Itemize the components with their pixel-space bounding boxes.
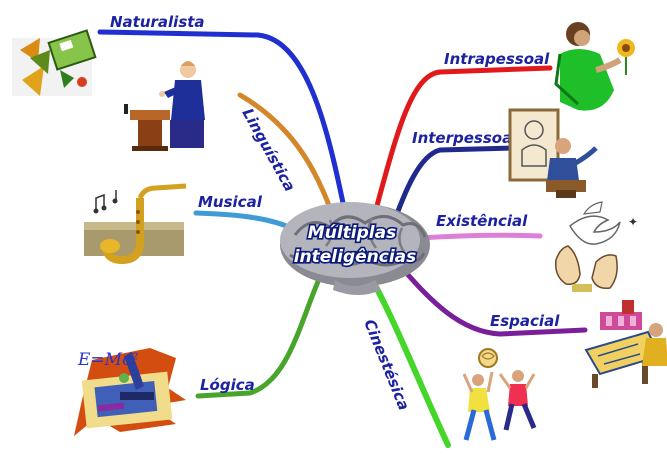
branch-line-intrapessoal bbox=[369, 65, 553, 227]
branch-line-naturalista bbox=[97, 29, 350, 225]
branch-label-logica: Lógica bbox=[200, 376, 255, 394]
branch-label-interpessoal: Interpessoal bbox=[412, 129, 518, 147]
woman-with-flower-icon bbox=[554, 22, 635, 111]
branch-label-linguistica: Linguística bbox=[239, 105, 299, 194]
branch-label-espacial: Espacial bbox=[490, 312, 560, 330]
branch-line-espacial bbox=[399, 265, 588, 337]
branch-line-logica bbox=[195, 267, 326, 399]
architect-at-desk-icon bbox=[584, 300, 667, 388]
branch-label-musical: Musical bbox=[198, 193, 263, 211]
saxophone-music-icon bbox=[84, 183, 187, 265]
volleyball-players-icon bbox=[462, 348, 537, 441]
autumn-leaves-book-icon bbox=[12, 29, 97, 96]
branch-label-cinestesica: Cinestésica bbox=[360, 317, 413, 413]
branch-label-naturalista: Naturalista bbox=[110, 13, 205, 31]
svg-text:✦: ✦ bbox=[628, 215, 638, 229]
teacher-at-easel-icon bbox=[508, 108, 598, 198]
branch-line-existencial bbox=[417, 232, 543, 241]
branch-label-existencial: Existêncial bbox=[436, 212, 528, 230]
dove-and-hands-icon: ✦ bbox=[554, 201, 638, 292]
branch-label-intrapessoal: Intrapessoal bbox=[444, 50, 550, 68]
microscope-science-icon: E=Mc² bbox=[74, 348, 186, 436]
logic-formula-label: E=Mc² bbox=[77, 350, 139, 370]
brain-icon bbox=[280, 202, 430, 295]
center-title-line1: Múltiplas bbox=[308, 223, 396, 243]
center-title-line2: inteligências bbox=[294, 247, 417, 267]
speaker-at-podium-icon bbox=[124, 61, 205, 151]
